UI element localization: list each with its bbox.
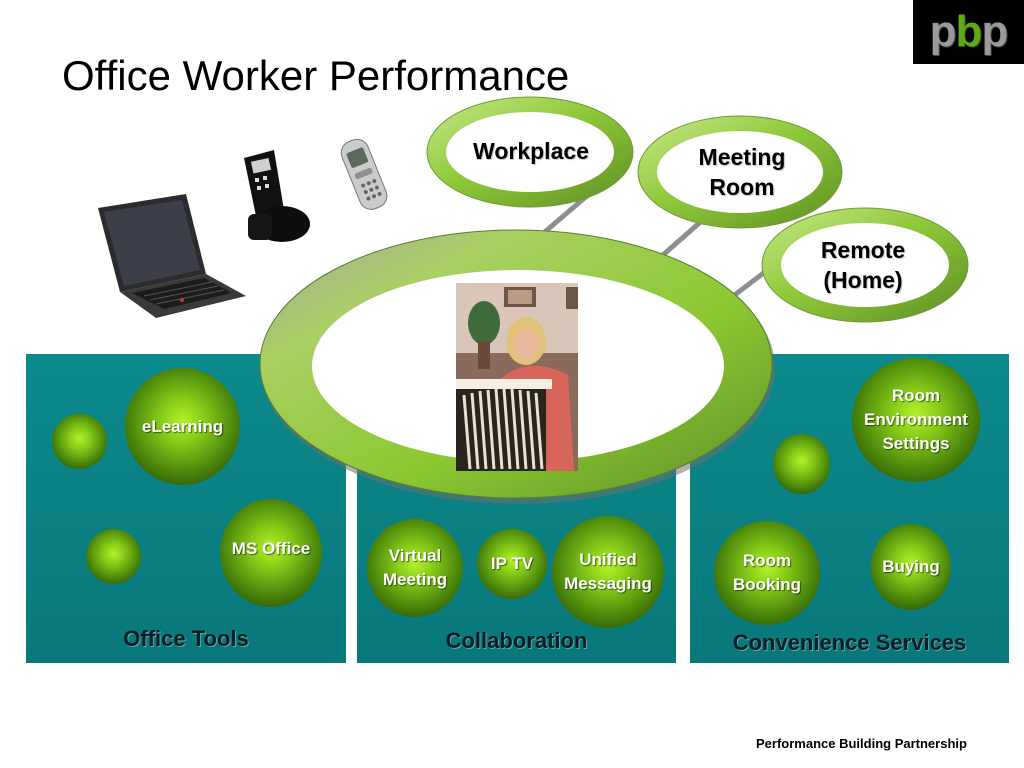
laptop-icon [98, 194, 246, 318]
sphere-unified-messaging: Unified Messaging [552, 516, 664, 628]
logo-letter-p2: p [981, 7, 1008, 56]
sphere-room-environment-settings: Room Environment Settings [852, 358, 980, 482]
location-workplace: Workplace [473, 138, 589, 164]
connector-workplace [538, 193, 590, 238]
sphere-decorative [86, 529, 141, 584]
logo-letter-p1: p [929, 7, 957, 56]
mobile-phone-icon [340, 138, 388, 210]
panel-label-convenience: Convenience Services [732, 630, 967, 655]
logo-letter-b: b [955, 7, 983, 56]
sphere-buying: Buying [871, 524, 951, 610]
location-remote-home: Remote (Home) [820, 237, 906, 293]
location-meeting-room: Meeting Room [698, 144, 786, 200]
sphere-decorative [773, 434, 830, 494]
sphere-elearning: eLearning [125, 368, 240, 485]
panel-label-office-tools: Office Tools [123, 626, 249, 651]
office-worker-photo [456, 283, 578, 471]
sphere-decorative [52, 414, 107, 469]
desk-phone-icon [244, 150, 310, 242]
slide-title: Office Worker Performance [62, 52, 570, 99]
panel-label-collaboration: Collaboration [445, 628, 588, 653]
sphere-virtual-meeting: Virtual Meeting [367, 519, 463, 617]
sphere-ip-tv: IP TV [477, 529, 547, 599]
sphere-ms-office: MS Office [220, 499, 322, 607]
sphere-room-booking: Room Booking [714, 521, 820, 625]
footer-text: Performance Building Partnership [756, 736, 967, 751]
